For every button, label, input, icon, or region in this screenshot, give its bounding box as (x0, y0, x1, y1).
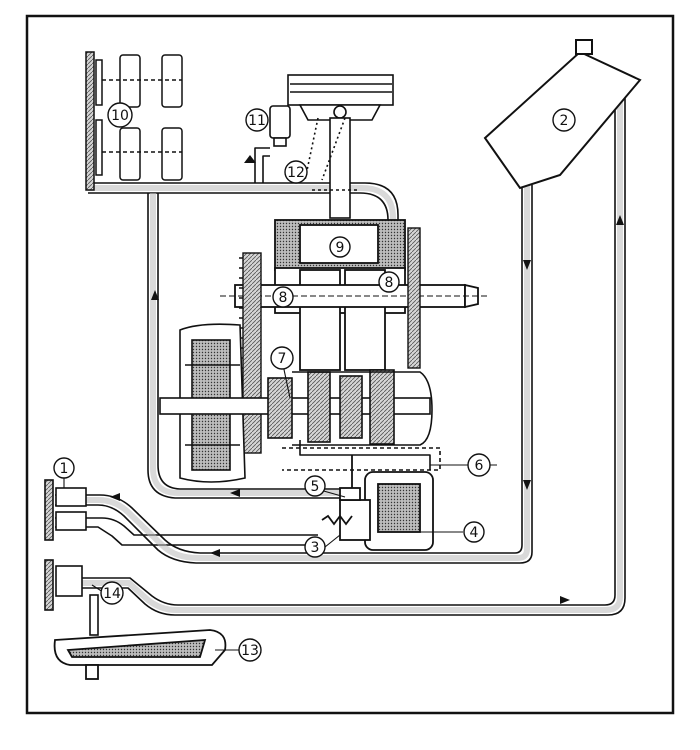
oil-pump-feed (44, 479, 87, 541)
svg-text:10: 10 (111, 108, 129, 124)
svg-text:13: 13 (241, 643, 259, 659)
callout-7: 7 (270, 346, 294, 370)
svg-text:1: 1 (60, 461, 69, 477)
oil-filter (321, 455, 434, 551)
callout-1: 1 (53, 457, 75, 479)
oil-pump-scavenge (44, 559, 99, 636)
callout-11: 11 (245, 108, 269, 132)
svg-text:8: 8 (279, 290, 288, 306)
oil-line-fill (55, 80, 623, 613)
callout-5: 5 (304, 475, 326, 497)
svg-text:2: 2 (560, 113, 569, 129)
callout-14: 14 (100, 581, 124, 605)
pressure-switch (269, 105, 291, 147)
svg-text:11: 11 (248, 113, 266, 129)
svg-text:8: 8 (385, 275, 394, 291)
svg-text:5: 5 (311, 479, 320, 495)
svg-text:6: 6 (475, 458, 484, 474)
callout-13: 13 (238, 638, 262, 662)
callout-4: 4 (463, 521, 485, 543)
callout-8-left: 8 (272, 286, 294, 308)
gearbox (159, 369, 441, 471)
svg-text:14: 14 (103, 586, 121, 602)
svg-text:9: 9 (336, 240, 345, 256)
crank-right-gear (407, 227, 421, 369)
callouts: 1 2 3 4 5 6 7 8 8 9 10 11 12 13 14 (53, 102, 576, 662)
callout-10: 10 (107, 102, 133, 128)
svg-text:3: 3 (311, 540, 320, 556)
camshaft-assembly (85, 51, 183, 191)
svg-text:4: 4 (470, 525, 479, 541)
piston-assembly (287, 74, 394, 219)
callout-8-right: 8 (378, 271, 400, 293)
svg-text:12: 12 (287, 165, 305, 181)
callout-3: 3 (304, 536, 326, 558)
callout-9: 9 (329, 236, 351, 258)
callout-6: 6 (467, 453, 491, 477)
callout-2: 2 (552, 108, 576, 132)
svg-text:7: 7 (278, 351, 287, 367)
oil-sump (53, 629, 227, 680)
oil-lines (55, 80, 626, 616)
callout-12: 12 (284, 160, 308, 184)
